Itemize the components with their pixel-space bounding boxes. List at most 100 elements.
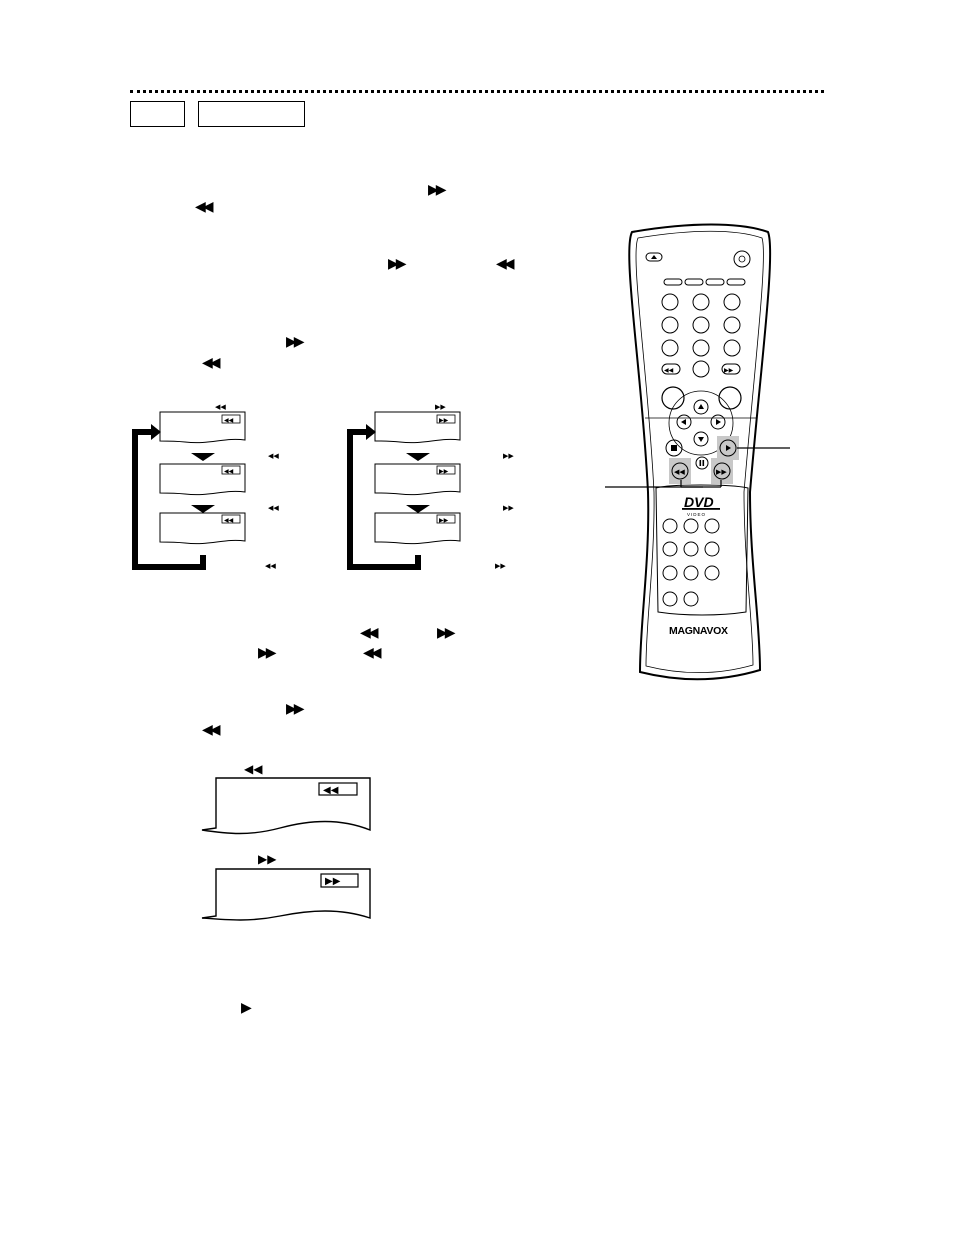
dvd-video-text: VIDEO — [687, 512, 706, 517]
open-close-button[interactable] — [645, 252, 663, 262]
function-button[interactable] — [683, 591, 699, 607]
function-button[interactable] — [662, 541, 678, 557]
rewind-indicator: ◀◀ — [224, 418, 234, 424]
number-button[interactable] — [661, 293, 679, 311]
rewind-symbol-label: ◀◀ — [268, 453, 279, 460]
rewind-symbol-label: ◀◀ — [215, 404, 226, 411]
fast-forward-symbol-label: ▶▶ — [435, 404, 446, 411]
rewind-symbol-label: ◀◀ — [265, 563, 276, 570]
fast-forward-symbol-label: ▶▶ — [258, 852, 277, 866]
number-button[interactable] — [661, 316, 679, 334]
fast-forward-icon: ▶▶ — [716, 469, 727, 476]
function-button[interactable] — [683, 518, 699, 534]
pause-icon — [702, 460, 705, 466]
number-button[interactable] — [692, 316, 710, 334]
down-arrow-icon — [698, 437, 704, 442]
function-button[interactable] — [662, 591, 678, 607]
up-arrow-icon — [698, 404, 704, 409]
remote-body — [628, 223, 772, 681]
function-button[interactable] — [662, 518, 678, 534]
right-arrow-icon — [716, 419, 721, 425]
dvd-logo-underline — [682, 508, 720, 510]
nav-right-button[interactable] — [710, 414, 726, 430]
fast-forward-symbol: ▶▶ — [428, 182, 446, 198]
down-arrow — [406, 453, 430, 461]
function-button[interactable] — [683, 541, 699, 557]
function-button[interactable] — [683, 565, 699, 581]
number-button[interactable] — [661, 339, 679, 357]
function-buttons — [662, 518, 720, 607]
rewind-indicator: ◀◀ — [224, 518, 234, 524]
power-icon — [738, 255, 746, 263]
navigation-ring — [668, 390, 734, 456]
fast-forward-button[interactable] — [713, 462, 731, 480]
speed-cycle-diagrams: ◀◀ ◀◀ ◀◀ ◀◀ ◀◀ ◀◀ ◀◀ ▶▶ ▶▶ ▶▶ ▶▶ ▶▶ — [132, 404, 514, 570]
left-arrow-icon — [681, 419, 686, 425]
oval-button[interactable] — [726, 278, 746, 286]
rewind-example-screen — [201, 777, 371, 835]
section-tab-box-small — [130, 101, 185, 127]
screen-panel — [374, 463, 461, 496]
play-symbol: ▶ — [241, 1000, 252, 1016]
lower-button-panel — [655, 484, 749, 616]
rewind-symbol-label: ◀◀ — [244, 762, 263, 776]
number-button[interactable] — [723, 316, 741, 334]
menu-button-left[interactable] — [661, 386, 685, 410]
rewind-indicator-box — [221, 414, 241, 424]
nav-up-button[interactable] — [693, 399, 709, 415]
rewind-symbol: ◀◀ — [496, 256, 514, 272]
oval-button[interactable] — [684, 278, 704, 286]
fast-forward-indicator: ▶▶ — [325, 876, 341, 887]
rewind-symbol: ◀◀ — [363, 645, 381, 661]
number-button[interactable] — [692, 339, 710, 357]
fast-forward-indicator-box — [436, 514, 456, 524]
stop-button[interactable] — [665, 439, 683, 457]
fast-forward-symbol: ▶▶ — [437, 625, 455, 641]
brand-logo: MAGNAVOX — [669, 625, 728, 637]
rewind-indicator: ◀◀ — [323, 785, 339, 796]
power-button[interactable] — [733, 250, 751, 268]
rewind-indicator: ◀◀ — [224, 469, 234, 475]
rewind-button[interactable] — [671, 462, 689, 480]
rewind-symbol-label: ◀◀ — [268, 505, 279, 512]
oval-button[interactable] — [705, 278, 725, 286]
oval-button[interactable] — [663, 278, 683, 286]
number-button[interactable] — [723, 293, 741, 311]
function-button[interactable] — [704, 565, 720, 581]
play-button[interactable] — [719, 439, 737, 457]
down-arrow — [191, 453, 215, 461]
loop-arrow-head — [366, 424, 376, 440]
loop-arrow — [132, 429, 206, 570]
fast-forward-symbol-label: ▶▶ — [495, 563, 506, 570]
skip-back-icon: ◀◀ — [664, 368, 674, 374]
play-icon — [726, 445, 731, 451]
pause-icon — [699, 460, 702, 466]
function-button[interactable] — [662, 565, 678, 581]
fast-forward-indicator-box — [320, 873, 359, 888]
dotted-header-rule — [130, 90, 824, 93]
skip-forward-button[interactable] — [721, 363, 741, 375]
screen-panel — [159, 512, 246, 545]
fast-forward-indicator: ▶▶ — [439, 418, 449, 424]
skip-back-button[interactable] — [661, 363, 681, 375]
stop-icon — [671, 445, 677, 451]
nav-left-button[interactable] — [676, 414, 692, 430]
fast-forward-button-highlight — [711, 458, 733, 484]
function-button[interactable] — [704, 518, 720, 534]
rewind-symbol: ◀◀ — [195, 199, 213, 215]
nav-down-button[interactable] — [693, 431, 709, 447]
number-button[interactable] — [692, 360, 710, 378]
fast-forward-indicator: ▶▶ — [439, 518, 449, 524]
number-button[interactable] — [723, 339, 741, 357]
pause-button[interactable] — [695, 456, 709, 470]
reverse-speed-cycle: ◀◀ ◀◀ ◀◀ ◀◀ ◀◀ ◀◀ ◀◀ — [132, 404, 279, 570]
number-button[interactable] — [692, 293, 710, 311]
down-arrow — [406, 505, 430, 513]
function-button[interactable] — [704, 541, 720, 557]
skip-forward-icon: ▶▶ — [724, 368, 734, 374]
remote-control: ◀◀ ▶▶ ◀◀ ▶▶ DVD VIDEO — [628, 223, 772, 681]
fast-forward-symbol: ▶▶ — [388, 256, 406, 272]
section-tab-box-large — [198, 101, 305, 127]
rewind-symbol: ◀◀ — [360, 625, 378, 641]
fast-forward-indicator: ▶▶ — [439, 469, 449, 475]
